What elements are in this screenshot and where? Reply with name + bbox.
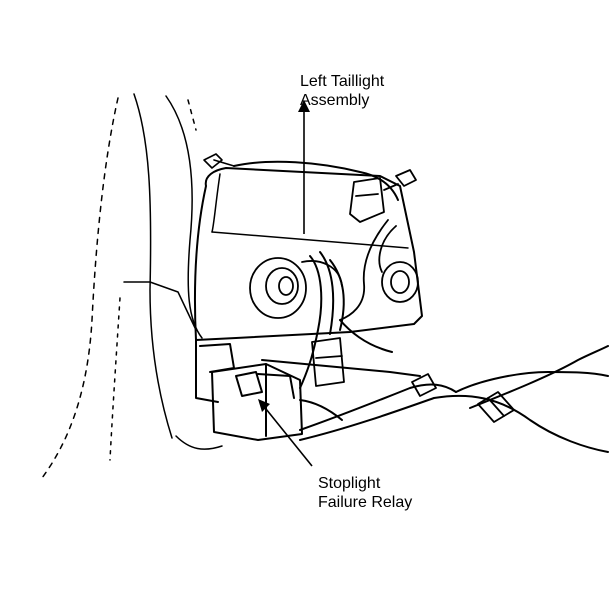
outgoing-harness [299,345,609,453]
mounting-bracket [195,339,421,403]
taillight-housing [194,167,423,341]
right-bulb-socket [339,219,419,321]
inline-connector [311,337,345,387]
body-panel [41,93,223,479]
relay-leader [258,399,313,467]
stoplight-relay-label: Stoplight Failure Relay [318,474,412,512]
mounting-screw-left [203,153,235,169]
relay-label-line-2: Failure Relay [318,494,413,511]
harness-connector [411,373,515,423]
top-harness [233,160,399,201]
stoplight-failure-relay [211,363,343,441]
wire-bundle [299,251,393,389]
taillight-assembly-label: Left Taillight Assembly [300,72,384,110]
taillight-label-line-1: Left Taillight [300,73,385,90]
taillight-label-line-2: Assembly [300,92,370,109]
relay-label-line-1: Stoplight [318,475,381,492]
upper-connector [349,169,417,223]
taillight-leader [298,100,310,234]
